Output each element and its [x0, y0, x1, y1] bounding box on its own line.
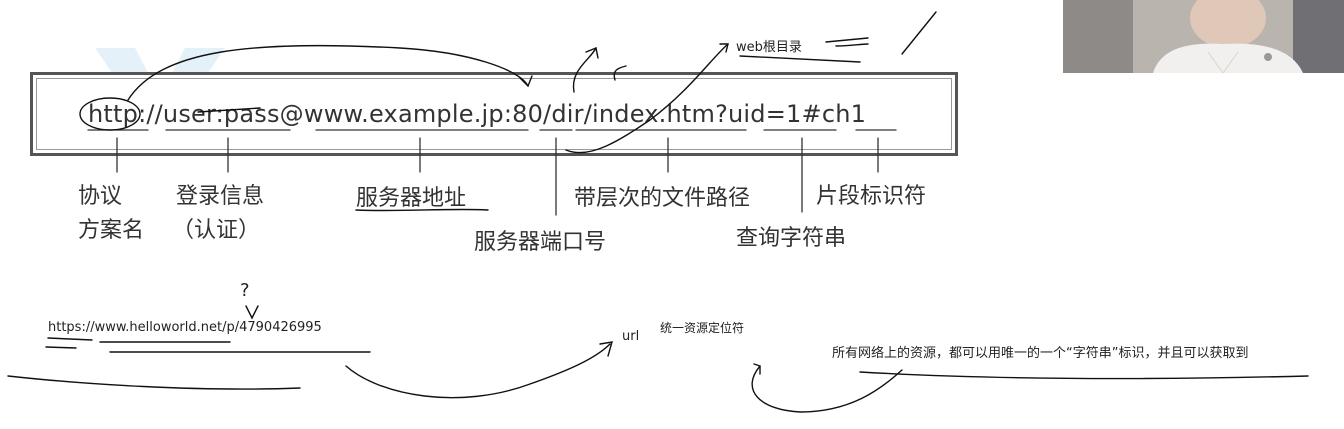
note-url-term: url — [622, 329, 640, 344]
label-fragment: 片段标识符 — [816, 184, 927, 209]
label-file-path: 带层次的文件路径 — [574, 186, 751, 211]
note-web-root: web根目录 — [736, 40, 802, 55]
note-example-url: https://www.helloworld.net/p/4790426995 — [48, 320, 322, 335]
label-scheme-line1: 协议 — [78, 184, 123, 209]
label-server-address: 服务器地址 — [356, 186, 467, 211]
label-scheme-line2: 方案名 — [78, 218, 145, 243]
note-resource-description: 所有网络上的资源，都可以用唯一的一个“字符串”标识，并且可以获取到 — [832, 346, 1249, 361]
label-credentials-line2: （认证） — [172, 218, 261, 243]
label-credentials-line1: 登录信息 — [176, 184, 265, 209]
url-diagram-frame — [30, 72, 958, 156]
label-query-string: 查询字符串 — [736, 226, 847, 251]
label-server-port: 服务器端口号 — [474, 230, 607, 255]
note-url-meaning: 统一资源定位符 — [660, 321, 745, 335]
watermark-logo — [95, 48, 225, 120]
presenter-webcam — [1063, 0, 1344, 73]
note-question-mark: ? — [240, 280, 250, 301]
example-url-breakdown: http://user:pass@www.example.jp:80/dir/i… — [88, 100, 867, 128]
